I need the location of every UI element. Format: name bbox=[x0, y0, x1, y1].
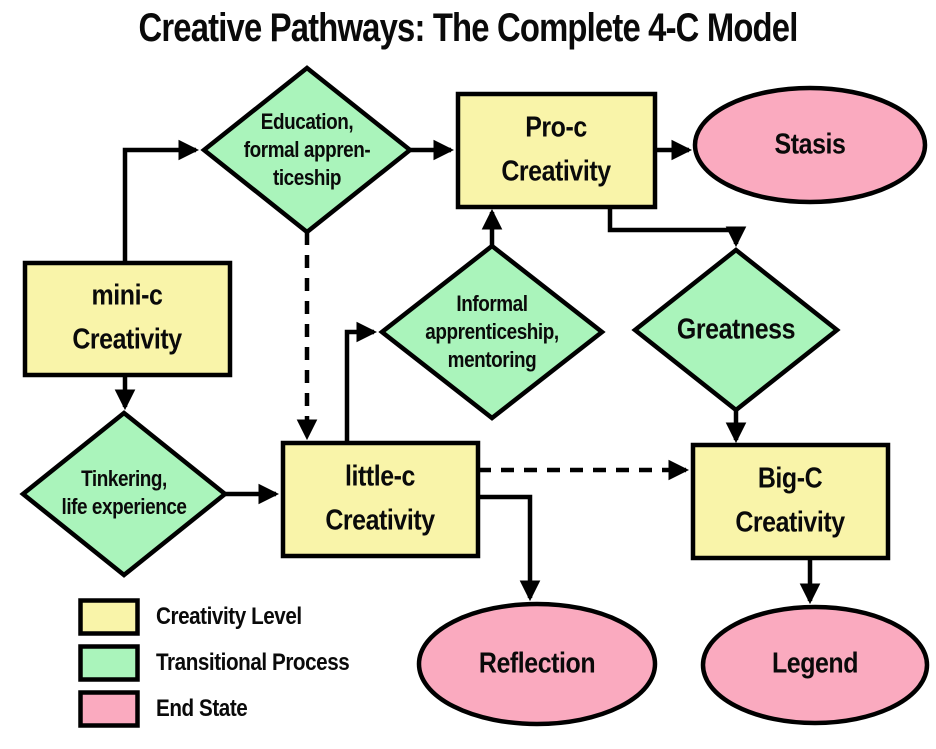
greatness-label: Greatness bbox=[676, 313, 796, 346]
tinkering-diamond-shape bbox=[19, 410, 229, 578]
informal-diamond-shape bbox=[378, 243, 606, 421]
little-c-box-shape bbox=[280, 440, 481, 559]
stasis-ellipse-shape bbox=[692, 85, 928, 205]
color-key-label-creativity-level: Creativity Level bbox=[156, 603, 302, 630]
creativity-level-swatch-icon bbox=[78, 598, 140, 636]
end-state-swatch-icon bbox=[78, 690, 140, 728]
color-key-row-creativity-level: Creativity Level bbox=[78, 598, 381, 636]
reflection-ellipse-shape bbox=[416, 601, 658, 727]
big-c-box-shape bbox=[690, 442, 891, 561]
tinkering-label: Tinkering, life experience bbox=[61, 465, 187, 519]
education-diamond-shape bbox=[200, 65, 414, 235]
reflection-label: Reflection bbox=[478, 647, 596, 680]
legend-node-label: Legend bbox=[771, 647, 859, 680]
transitional-process-swatch-icon bbox=[78, 644, 140, 682]
color-key-label-transitional-process: Transitional Process bbox=[156, 649, 350, 676]
edge-little-c-to-reflection bbox=[478, 494, 541, 602]
pro-c-box-shape bbox=[455, 91, 658, 210]
big-c-label: Big-C Creativity bbox=[735, 462, 845, 539]
diagram-title: Creative Pathways: The Complete 4-C Mode… bbox=[138, 6, 799, 50]
edge-mini-c-to-education bbox=[122, 139, 200, 264]
color-key-label-end-state: End State bbox=[156, 695, 248, 722]
pro-c-label: Pro-c Creativity bbox=[501, 111, 611, 188]
edge-pro-c-to-greatness bbox=[607, 207, 747, 248]
legend-ellipse-shape bbox=[700, 604, 930, 726]
stasis-label: Stasis bbox=[774, 128, 846, 161]
color-key-row-transitional-process: Transitional Process bbox=[78, 644, 381, 682]
education-label: Education, formal appren- ticeship bbox=[243, 108, 371, 191]
informal-label: Informal apprenticeship, mentoring bbox=[425, 290, 559, 373]
edge-little-c-to-informal bbox=[344, 321, 378, 443]
little-c-label: little-c Creativity bbox=[325, 460, 435, 537]
color-key-row-end-state: End State bbox=[78, 690, 381, 728]
greatness-diamond-shape bbox=[631, 247, 841, 413]
mini-c-label: mini-c Creativity bbox=[72, 279, 182, 356]
mini-c-box-shape bbox=[22, 260, 233, 378]
color-key: Creativity Level Transitional Process En… bbox=[78, 598, 381, 736]
